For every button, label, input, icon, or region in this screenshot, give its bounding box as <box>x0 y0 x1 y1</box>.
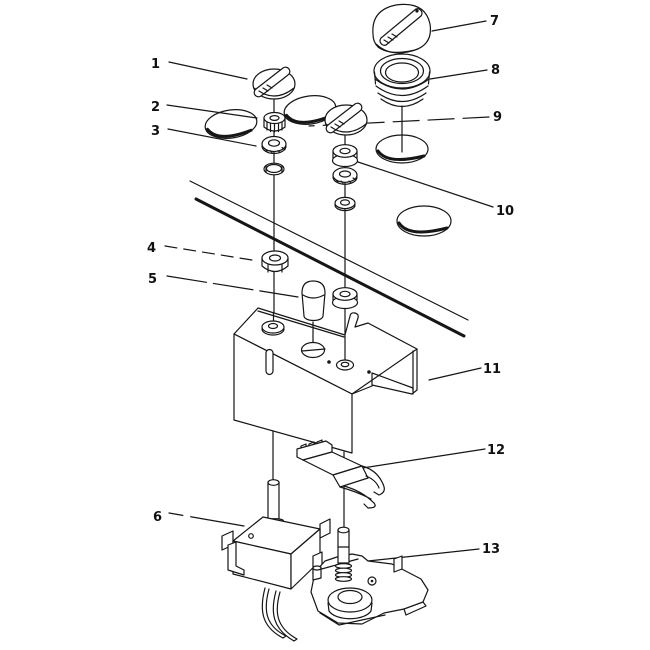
switch-part-6 <box>221 479 331 642</box>
bracket-front-slot <box>265 348 274 376</box>
callout-4-label: 4 <box>147 241 156 256</box>
control-knob-part-7 <box>372 3 432 54</box>
knob-part-9 <box>324 102 368 136</box>
callout-11-leader <box>428 367 482 381</box>
washer-part-3 <box>261 135 287 155</box>
callout-3-label: 3 <box>151 124 160 139</box>
callout-8-label: 8 <box>491 63 500 78</box>
callout-6-leader <box>168 512 245 527</box>
nut-part-2 <box>263 111 286 133</box>
knob-index-dot <box>415 9 419 13</box>
panel-hole-left <box>204 109 258 139</box>
callout-7-label: 7 <box>490 14 499 29</box>
callout-6-label: 6 <box>153 510 162 525</box>
palnut-left-stem <box>263 162 285 176</box>
spacer-part-5 <box>301 280 326 322</box>
callout-10-label: 10 <box>496 204 514 219</box>
callout-5-label: 5 <box>148 272 157 287</box>
callout-2-leader <box>166 104 258 119</box>
callout-2-label: 2 <box>151 100 160 115</box>
knob-part-1 <box>252 66 296 100</box>
callout-labels: 1 2 3 4 5 6 7 8 9 10 11 12 13 <box>147 14 514 557</box>
callout-7-leader <box>431 20 487 32</box>
thermostat-part-13 <box>310 526 429 626</box>
bezel-part-8 <box>373 53 431 108</box>
hex-nut-part-4 <box>261 250 289 273</box>
callout-9-label: 9 <box>493 110 502 125</box>
locknut-part-10 <box>331 144 359 168</box>
bracket-part-11 <box>233 307 418 454</box>
callout-8-leader <box>429 69 488 80</box>
callout-4-leader <box>164 245 259 262</box>
clip-part-12 <box>296 439 385 509</box>
callout-12-leader <box>355 448 486 470</box>
callout-13-label: 13 <box>482 542 500 557</box>
bracket-top-details <box>261 312 371 374</box>
panel-hole-right-lower <box>396 205 452 237</box>
callout-12-label: 12 <box>487 443 505 458</box>
panel-edge-lines <box>189 180 469 338</box>
callout-10-leader <box>357 161 494 208</box>
washer-center-stem <box>332 167 358 185</box>
callout-11-label: 11 <box>483 362 501 377</box>
nut-center-lower <box>331 287 359 310</box>
callout-1-leader <box>168 61 248 80</box>
ring-center-stem <box>334 196 356 212</box>
callout-13-leader <box>367 548 480 562</box>
callout-3-leader <box>167 128 257 147</box>
callout-1-label: 1 <box>151 57 160 72</box>
callout-5-leader <box>166 275 299 298</box>
